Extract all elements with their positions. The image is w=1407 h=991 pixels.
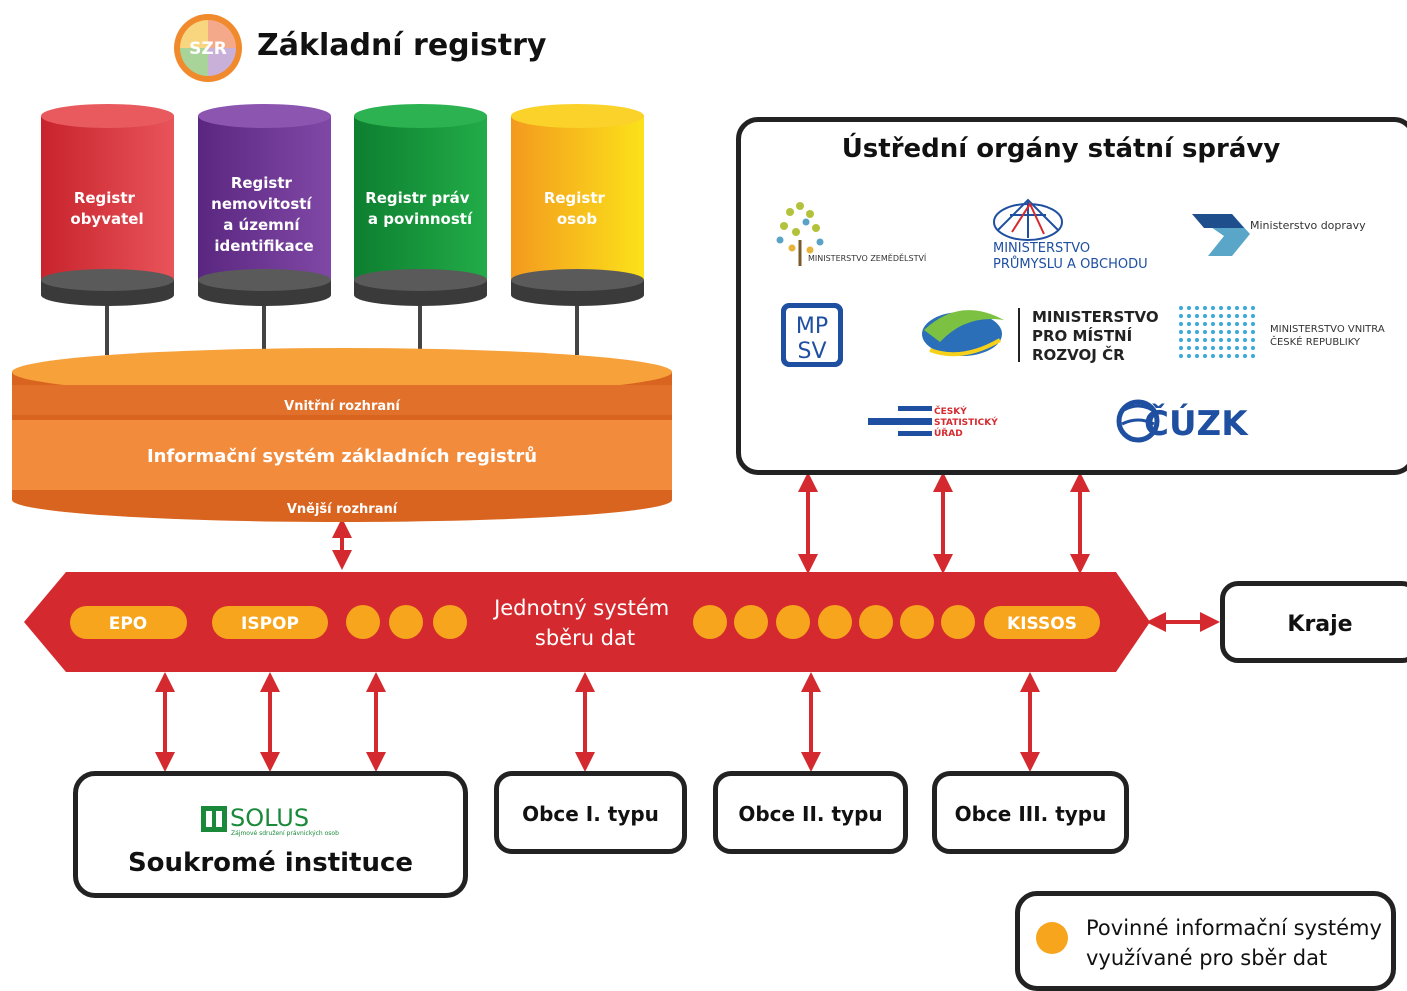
mvcr-logo: MINISTERSTVO VNITRA ČESKÉ REPUBLIKY — [1179, 306, 1385, 358]
mpsv-logo-text-1: MP — [796, 314, 828, 339]
mdcr-logo: Ministerstvo dopravy — [1192, 214, 1366, 256]
obce-3-box: Obce III. typu — [932, 771, 1129, 854]
mmr-logo-text-1: MINISTERSTVO — [1032, 308, 1159, 326]
registry-label-line: identifikace — [214, 237, 313, 255]
mmr-logo-text-3: ROZVOJ ČR — [1032, 345, 1125, 364]
szr-logo-text: SZR — [189, 39, 227, 59]
system-dots-left — [346, 605, 467, 639]
svg-text:ISPOP: ISPOP — [241, 614, 299, 634]
svg-text:KISSOS: KISSOS — [1007, 614, 1077, 634]
ministry-logos: MINISTERSTVO ZEMĚDĚLSTVÍ MINISTERSTVO PR… — [776, 198, 1385, 444]
svg-text:Registr obyvatel: Registr obyvatel — [70, 189, 143, 228]
central-authorities-title: Ústřední orgány státní správy — [841, 134, 1281, 164]
iszr-title: Informační systém základních registrů — [147, 445, 537, 467]
csu-logo-text-1: ČESKÝ — [934, 405, 967, 417]
central-authorities-box: Ústřední orgány státní správy — [736, 117, 1407, 475]
mpsv-logo: MP SV — [781, 303, 843, 367]
csu-logo-text-2: STATISTICKÝ — [934, 416, 998, 428]
obce-3-label: Obce III. typu — [954, 802, 1107, 826]
solus-logo-text: SOLUS — [230, 804, 309, 832]
jssd-title-1: Jednotný systém — [492, 596, 669, 620]
legend-dot — [1036, 922, 1068, 954]
private-institutions-label: Soukromé instituce — [127, 848, 414, 878]
registry-label-line: a povinností — [368, 210, 473, 228]
registry-label-line: osob — [557, 210, 598, 228]
legend-text-2: využívané pro sběr dat — [1086, 946, 1328, 970]
mmr-logo: MINISTERSTVO PRO MÍSTNÍ ROZVOJ ČR — [922, 308, 1159, 364]
system-dots-right — [693, 605, 975, 639]
ispop-pill: ISPOP — [212, 606, 328, 639]
svg-text:Registr osob: Registr osob — [544, 189, 610, 228]
mvcr-logo-text-1: MINISTERSTVO VNITRA — [1270, 324, 1385, 335]
epo-pill: EPO — [70, 606, 187, 639]
registry-label-line: Registr — [74, 189, 136, 207]
page-title: Základní registry — [257, 28, 547, 63]
jssd-banner: EPO ISPOP Jednotný systém sběru dat KISS… — [24, 572, 1150, 672]
mpsv-logo-text-2: SV — [797, 339, 826, 364]
registry-osob: Registr osob — [511, 104, 644, 306]
svg-text:Jednotný systém sběru dat: Jednotný systém sběru dat — [492, 596, 676, 650]
registry-prav: Registr práv a povinností — [354, 104, 487, 306]
obce-2-box: Obce II. typu — [713, 771, 908, 854]
mpo-logo: MINISTERSTVO PRŮMYSLU A OBCHODU — [993, 198, 1148, 272]
registry-label-line: Registr — [544, 189, 606, 207]
private-institutions-box: SOLUS Zájmové sdružení právnických osob … — [73, 771, 468, 898]
csu-logo-text-3: ÚŘAD — [934, 427, 963, 439]
kraje-label: Kraje — [1287, 612, 1353, 637]
registry-cylinders: Registr obyvatel Registr nemovitostí a ú… — [41, 104, 644, 306]
inner-interface-label: Vnitřní rozhraní — [284, 399, 401, 414]
obce-2-label: Obce II. typu — [738, 802, 883, 826]
kissos-pill: KISSOS — [984, 606, 1100, 639]
outer-interface-label: Vnější rozhraní — [287, 502, 399, 517]
obce-1-label: Obce I. typu — [522, 802, 659, 826]
mze-logo: MINISTERSTVO ZEMĚDĚLSTVÍ — [776, 202, 927, 266]
legend-box: Povinné informační systémy využívané pro… — [1015, 891, 1396, 991]
jssd-title-2: sběru dat — [535, 626, 635, 650]
kraje-box: Kraje — [1220, 581, 1407, 663]
mvcr-logo-text-2: ČESKÉ REPUBLIKY — [1270, 335, 1361, 348]
registry-nemovitosti: Registr nemovitostí a územní identifikac… — [198, 104, 331, 306]
iszr-disk: Vnitřní rozhraní Informační systém zákla… — [12, 348, 672, 522]
solus-logo-subtext: Zájmové sdružení právnických osob — [231, 830, 339, 837]
svg-text:Registr práv a povinnost: Registr práv a povinností — [365, 189, 475, 228]
legend-text-1: Povinné informační systémy — [1086, 916, 1382, 940]
svg-text:EPO: EPO — [109, 614, 148, 634]
szr-logo: SZR — [174, 14, 242, 82]
cuzk-logo: ČÚZK — [1116, 399, 1249, 444]
svg-text:Registr nemovitostí: Registr nemovitostí a územní identifikac… — [211, 174, 317, 255]
solus-logo: SOLUS Zájmové sdružení právnických osob — [201, 804, 339, 837]
mmr-logo-text-2: PRO MÍSTNÍ — [1032, 326, 1133, 345]
registry-label-line: nemovitostí — [211, 195, 312, 213]
registry-connector-lines — [105, 305, 579, 355]
mpo-logo-text-2: PRŮMYSLU A OBCHODU — [993, 256, 1148, 272]
registry-label-line: obyvatel — [70, 210, 143, 228]
cuzk-logo-text: ČÚZK — [1144, 403, 1249, 444]
registry-label-line: Registr práv — [365, 189, 470, 207]
registry-obyvatel: Registr obyvatel — [41, 104, 174, 306]
mze-logo-text: MINISTERSTVO ZEMĚDĚLSTVÍ — [808, 252, 927, 263]
mpo-logo-text-1: MINISTERSTVO — [993, 241, 1090, 256]
csu-logo: ČESKÝ STATISTICKÝ ÚŘAD — [868, 405, 998, 439]
mdcr-logo-text: Ministerstvo dopravy — [1250, 219, 1366, 232]
registry-label-line: Registr — [231, 174, 293, 192]
registry-label-line: a územní — [223, 216, 300, 234]
obce-1-box: Obce I. typu — [494, 771, 687, 854]
